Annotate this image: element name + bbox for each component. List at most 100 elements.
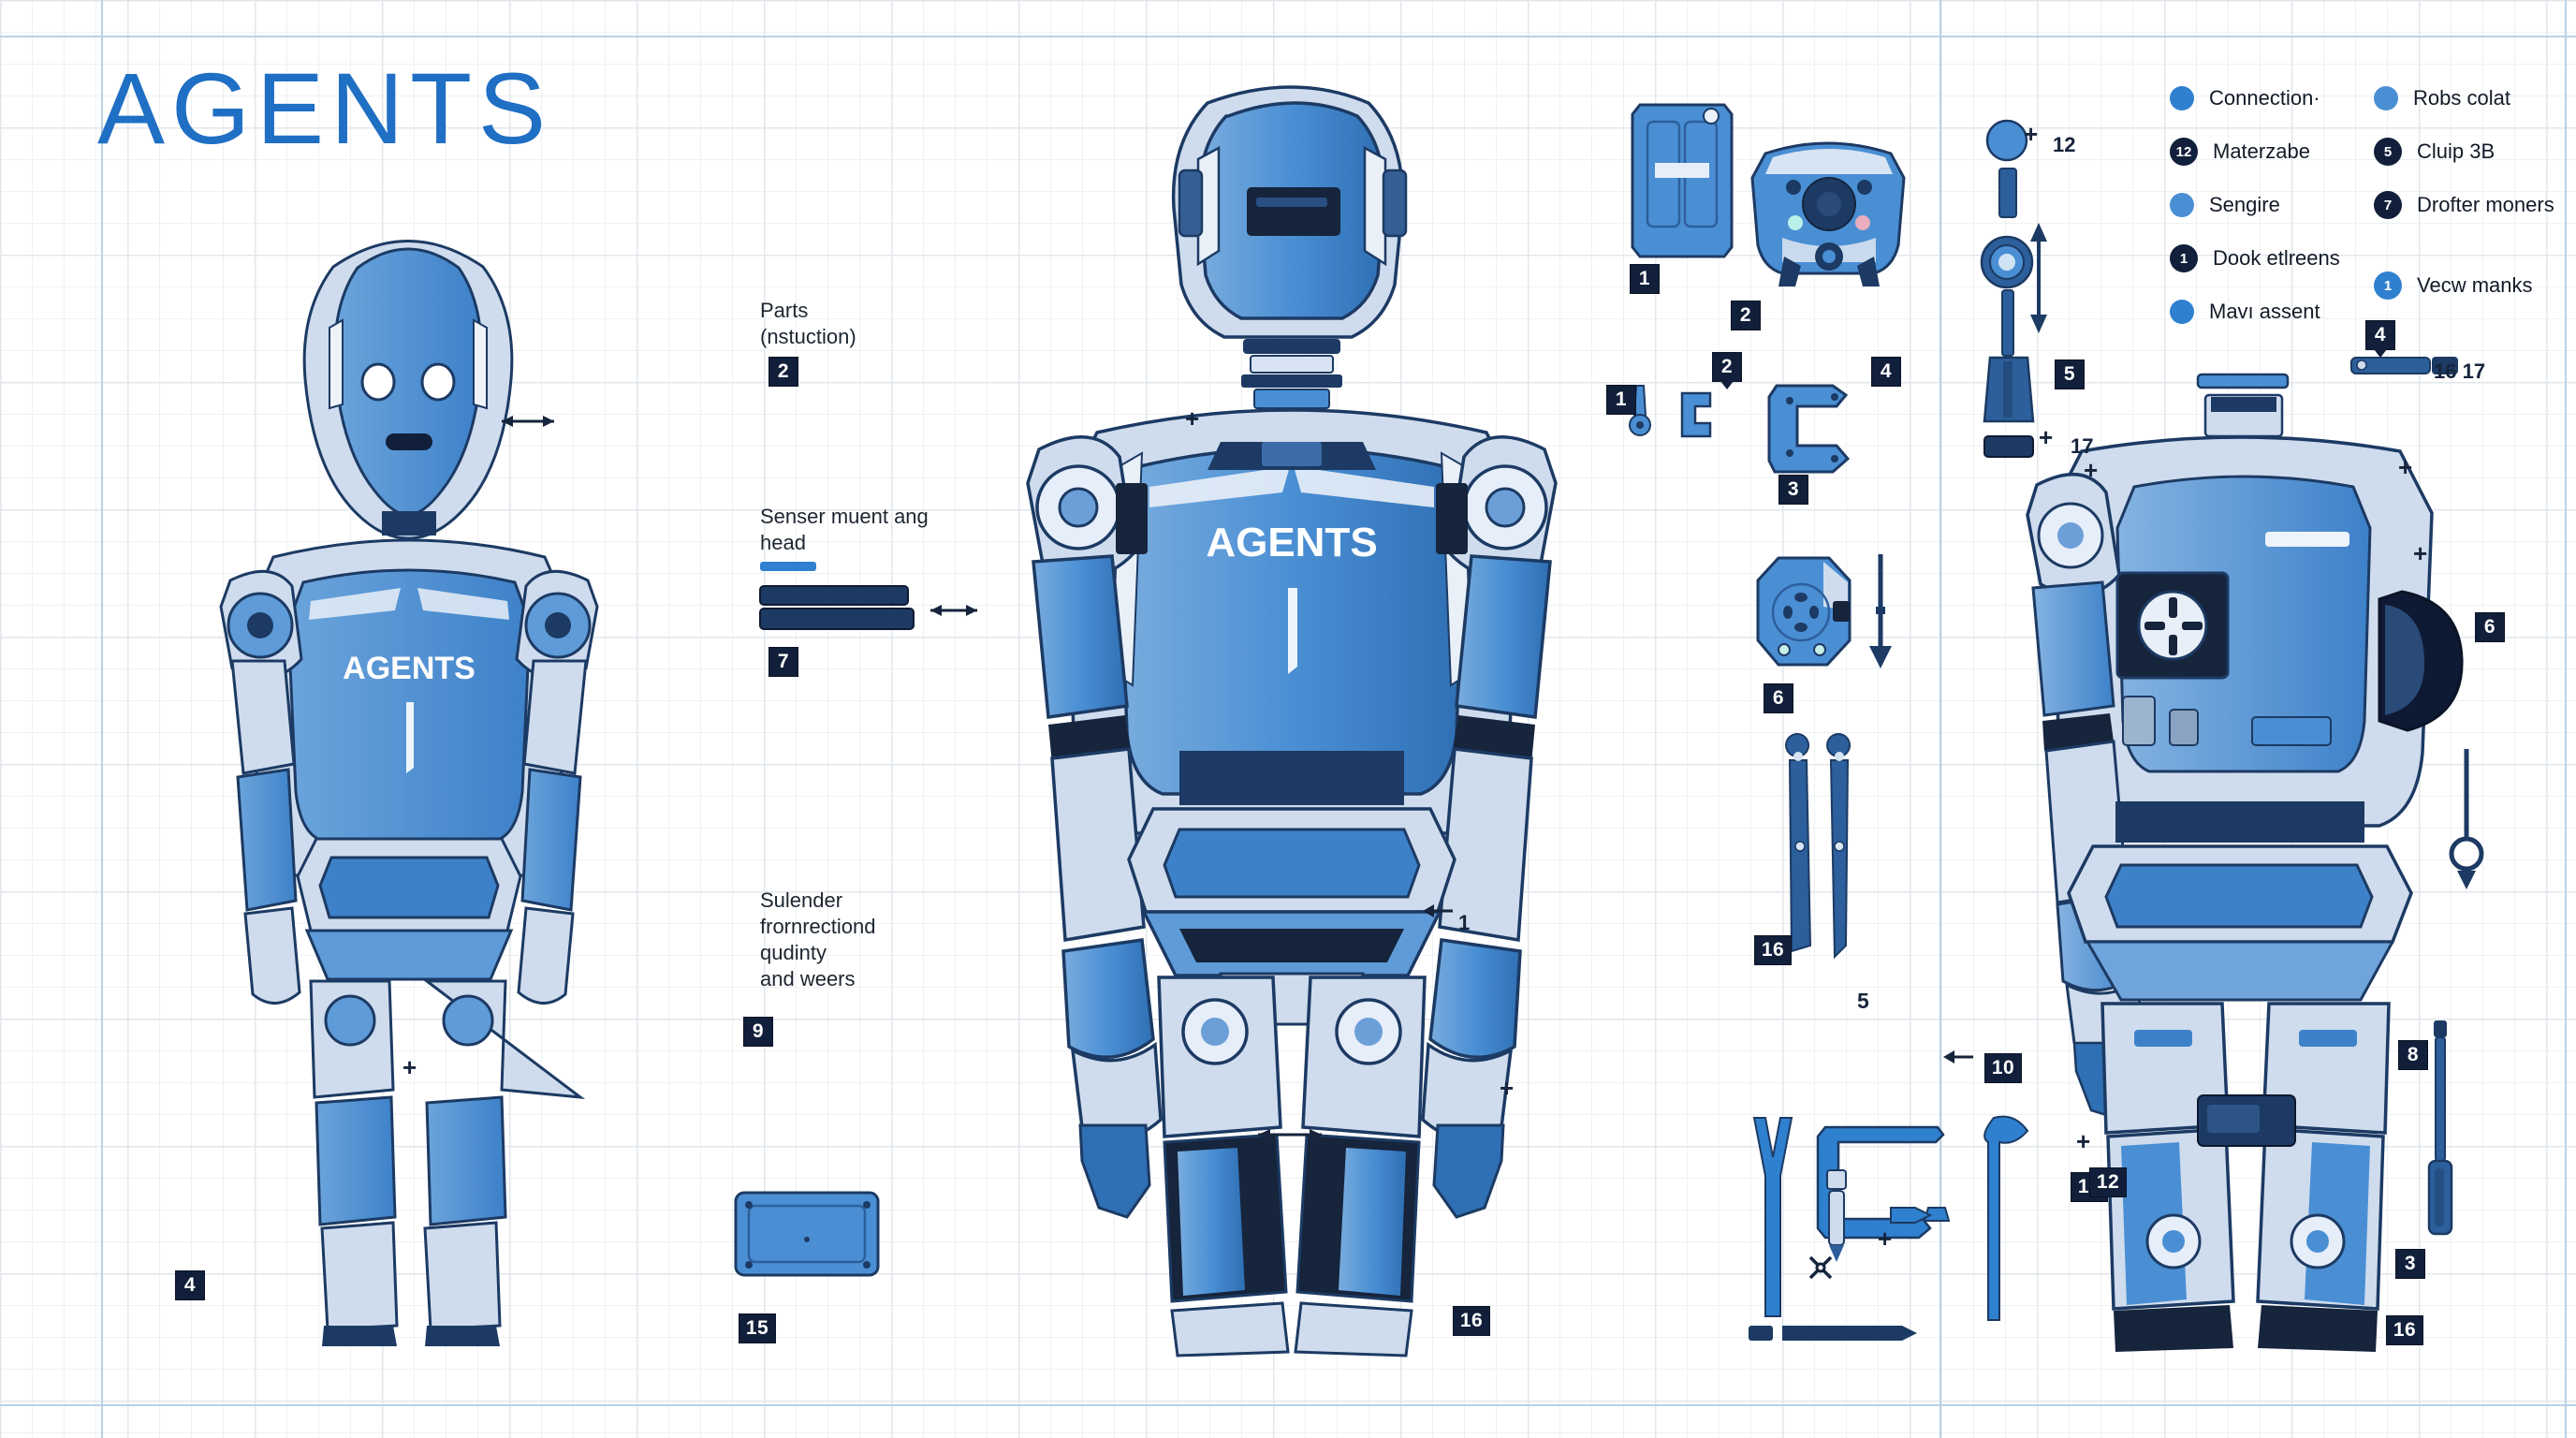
legend-item-label: Sengire (2209, 193, 2280, 216)
page-title: AGENTS (97, 51, 553, 165)
legend-column-right: Robs colat 5 Cluip 3B 7 Drofter moners 1 Vecw … (2374, 77, 2554, 317)
access-plate-part (734, 1191, 884, 1281)
dimension-label-d-17: 17 (2071, 434, 2094, 458)
plus-mark-17: + (2039, 423, 2054, 451)
annotation-parts-note: Parts (nstuction) (760, 299, 856, 349)
legend-item-label: Drofter moners (2417, 193, 2554, 216)
legend-item-label: Vecw manks (2417, 273, 2533, 297)
legend-item-label: Materzabe (2213, 139, 2310, 163)
back-torso (2048, 435, 2434, 828)
torso: AGENTS (247, 538, 571, 877)
callout-tag-3: 3 (1779, 476, 1808, 504)
left-arrow-marker (1423, 901, 1455, 921)
legend-item: Sengire (2170, 183, 2340, 227)
callout-tag-4: 4 (1872, 358, 1900, 386)
cover-panel-part (1631, 101, 1734, 260)
legend-number-badge: 1 (2374, 271, 2402, 300)
back-pelvis (2067, 801, 2413, 1002)
chest-logo-center: AGENTS (1206, 520, 1377, 565)
legend-item: Connection· (2170, 77, 2340, 120)
dimension-label-d-12: 12 (2053, 133, 2076, 156)
rotor-disc-part (1752, 552, 1855, 670)
c-clamp-tool (1816, 1125, 1951, 1262)
legend-item: 5 Cluip 3B (2374, 130, 2554, 173)
guide-rail-part (2349, 354, 2462, 378)
legend-color-dot (2170, 193, 2194, 217)
legend-number-badge: 7 (2374, 191, 2402, 219)
callout-tag-10: 10 (1985, 1054, 2021, 1082)
pelvis-detailed (1127, 751, 1456, 1026)
cut-mark (1808, 1255, 1834, 1281)
dimension-label-d-1617: 16 17 (2434, 360, 2486, 383)
alignment-cross-mark: + (402, 1053, 417, 1081)
callout-tag-5: 5 (2056, 360, 2084, 389)
legend-number-badge: 5 (2374, 138, 2402, 166)
legs (309, 979, 586, 1346)
legend-item-label: Connection· (2209, 86, 2320, 110)
arm-indicator-arrow (1943, 1047, 1975, 1067)
callout-tag-16: 16 (2387, 1316, 2422, 1344)
legend-color-dot (2170, 86, 2194, 110)
legend-item: 1 Dook etlreens (2170, 237, 2340, 280)
pin-part (1628, 385, 1652, 436)
arms (230, 659, 588, 1005)
bar-tool (1749, 1326, 1917, 1341)
alignment-cross-mark: + (2076, 1127, 2091, 1155)
chest-logo-left: AGENTS (343, 651, 476, 686)
callout-tag-15: 15 (739, 1314, 775, 1343)
robot-front-left-view: AGENTS (90, 178, 726, 1348)
head-width-arrow (502, 416, 554, 427)
callout-tag-5: 5 (1857, 989, 1869, 1013)
rule-horizontal-bottom (0, 1404, 2576, 1406)
sensor-bar-part (759, 562, 985, 646)
legend-item-label: Cluip 3B (2417, 139, 2496, 163)
actuator-stack-part (1977, 119, 2052, 476)
alignment-cross-mark: + (1878, 1225, 1893, 1253)
bracket-part (1767, 378, 1857, 477)
callout-tag-8: 8 (2399, 1041, 2427, 1069)
robot-back-right-view (1956, 373, 2537, 1376)
callout-tag-4: 4 (176, 1271, 204, 1299)
legend-item: 1 Vecw manks (2374, 264, 2554, 307)
alignment-cross-mark: + (2413, 539, 2428, 567)
callout-tag-2: 2 (769, 358, 798, 386)
robot-front-center-view: AGENTS (899, 75, 1685, 1357)
legs-detailed (1157, 976, 1427, 1357)
head-module-part (1749, 125, 1910, 286)
callout-tag-4: 4 (2366, 321, 2394, 349)
legend-item-label: Mavı assent (2209, 300, 2320, 323)
legend-item-label: Dook etlreens (2213, 246, 2340, 270)
tools-group (1749, 1114, 2114, 1357)
link-rods-part (1784, 733, 1863, 962)
alignment-cross-mark: + (1500, 1074, 1515, 1102)
legend-color-dot (2374, 86, 2398, 110)
assembly-arrow-down (1868, 554, 1893, 668)
alignment-cross-mark: + (2084, 456, 2099, 484)
callout-tag-9: 9 (744, 1018, 772, 1046)
callout-tag-6: 6 (1764, 684, 1793, 712)
callout-tag-3: 3 (2396, 1250, 2424, 1278)
torso-detailed: AGENTS (1061, 408, 1522, 835)
arms-detailed (1032, 554, 1552, 1219)
back-legs (2100, 1002, 2391, 1352)
callout-tag-7: 7 (769, 648, 798, 676)
legend-number-badge: 1 (2170, 244, 2198, 272)
head-detailed (1171, 85, 1408, 339)
legend-item: 7 Drofter moners (2374, 183, 2554, 227)
legend-item-label: Robs colat (2413, 86, 2510, 110)
drop-indicator-arrow (2449, 749, 2484, 889)
fork-tool (1752, 1117, 1793, 1317)
callout-tag-2: 2 (1732, 301, 1760, 330)
callout-tag-2: 2 (1713, 353, 1741, 381)
neck-assembly (1241, 339, 1342, 409)
legend-item: Mavı assent (2170, 290, 2340, 333)
dimension-label-d-1: 1 (1458, 911, 1471, 934)
plus-mark-12: + (2024, 120, 2039, 148)
callout-tag-16: 16 (1755, 936, 1791, 964)
legend-number-badge: 12 (2170, 138, 2198, 166)
legend-color-dot (2170, 300, 2194, 324)
clip-part (1678, 391, 1718, 438)
annotation-sensor-note: Senser muent ang head (760, 505, 929, 555)
